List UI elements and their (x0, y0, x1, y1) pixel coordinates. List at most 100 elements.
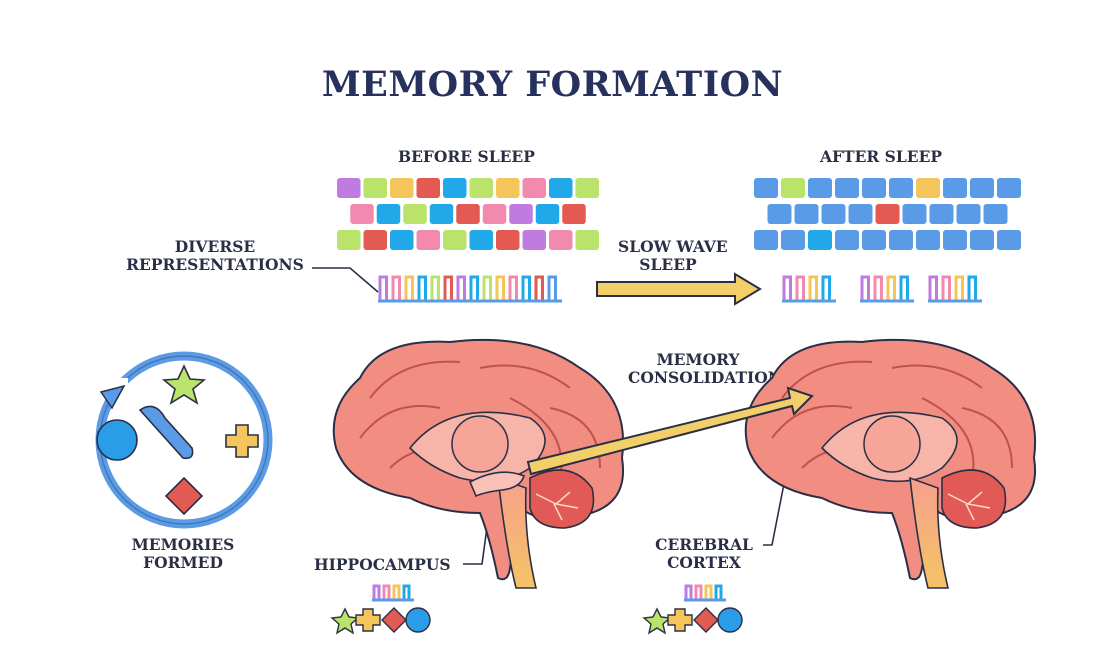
memory-tile (781, 230, 805, 250)
memory-tile (754, 178, 778, 198)
memory-tile (417, 230, 441, 250)
spike (784, 277, 791, 301)
memory-tile (364, 178, 388, 198)
leader-line-diverse (312, 268, 378, 292)
spike (888, 277, 895, 301)
star-icon (164, 366, 204, 403)
memory-tile (916, 178, 940, 198)
spike (384, 586, 389, 600)
memories-cycle (97, 356, 268, 524)
circle-icon (718, 608, 742, 632)
arrow-slow-wave (597, 274, 760, 304)
memory-tile (337, 230, 361, 250)
spike (484, 277, 491, 301)
spike (810, 277, 817, 301)
memory-tile (350, 204, 374, 224)
memory-tile (576, 230, 600, 250)
spike (875, 277, 882, 301)
memory-tile (430, 204, 454, 224)
spike (393, 277, 400, 301)
spike (969, 277, 976, 301)
spike (706, 586, 711, 600)
memory-tile (808, 230, 832, 250)
spike (523, 277, 530, 301)
spike (930, 277, 937, 301)
memory-tile (862, 230, 886, 250)
grid-after-sleep (754, 178, 1021, 250)
icon-row-cortex (644, 608, 742, 633)
spike (445, 277, 452, 301)
memory-tile (390, 178, 414, 198)
diamond-icon (694, 608, 718, 632)
brain-after (746, 340, 1035, 588)
spike (406, 277, 413, 301)
memory-tile (470, 178, 494, 198)
memory-tile (364, 230, 388, 250)
memory-tile (822, 204, 846, 224)
diamond-icon (382, 608, 406, 632)
spike (394, 586, 399, 600)
star-icon (644, 609, 670, 633)
spike-train-after-sleep (782, 277, 982, 301)
icon-row-hippocampus (332, 608, 430, 633)
memory-tile (889, 178, 913, 198)
memory-tile (768, 204, 792, 224)
memory-tile (337, 178, 361, 198)
spike (497, 277, 504, 301)
memory-tile (377, 204, 401, 224)
grid-before-sleep (337, 178, 599, 250)
spike-train-diverse (378, 277, 562, 301)
memory-tile (997, 178, 1021, 198)
memory-tile (916, 230, 940, 250)
memory-tile (970, 230, 994, 250)
brain-before (334, 340, 623, 588)
spike (404, 586, 409, 600)
star-icon (332, 609, 358, 633)
memory-tile (943, 178, 967, 198)
spike (956, 277, 963, 301)
spike (686, 586, 691, 600)
memory-tile (562, 204, 586, 224)
memory-tile (443, 230, 467, 250)
memory-tile (835, 178, 859, 198)
spike-train-hippocampus (372, 586, 414, 600)
memory-tile (781, 178, 805, 198)
memory-tile (903, 204, 927, 224)
memory-tile (496, 178, 520, 198)
spike (471, 277, 478, 301)
memory-tile (876, 204, 900, 224)
memory-tile (470, 230, 494, 250)
memory-tile (417, 178, 441, 198)
memory-tile (835, 230, 859, 250)
memory-tile (576, 178, 600, 198)
diamond-icon (166, 478, 202, 514)
spike (374, 586, 379, 600)
memory-tile (862, 178, 886, 198)
memory-tile (390, 230, 414, 250)
spike (901, 277, 908, 301)
spike (510, 277, 517, 301)
memory-tile (997, 230, 1021, 250)
spike (380, 277, 387, 301)
memory-tile (943, 230, 967, 250)
spike (458, 277, 465, 301)
circle-icon (406, 608, 430, 632)
spike (432, 277, 439, 301)
memory-tile (523, 230, 547, 250)
spike (943, 277, 950, 301)
memory-tile (795, 204, 819, 224)
memory-tile (754, 230, 778, 250)
memory-tile (808, 178, 832, 198)
spike (862, 277, 869, 301)
spike (716, 586, 721, 600)
memory-tile (849, 204, 873, 224)
spike (536, 277, 543, 301)
spike (696, 586, 701, 600)
memory-tile (443, 178, 467, 198)
memory-tile (456, 204, 480, 224)
memory-tile (930, 204, 954, 224)
circle-icon (97, 420, 137, 460)
memory-tile (403, 204, 427, 224)
memory-tile (496, 230, 520, 250)
